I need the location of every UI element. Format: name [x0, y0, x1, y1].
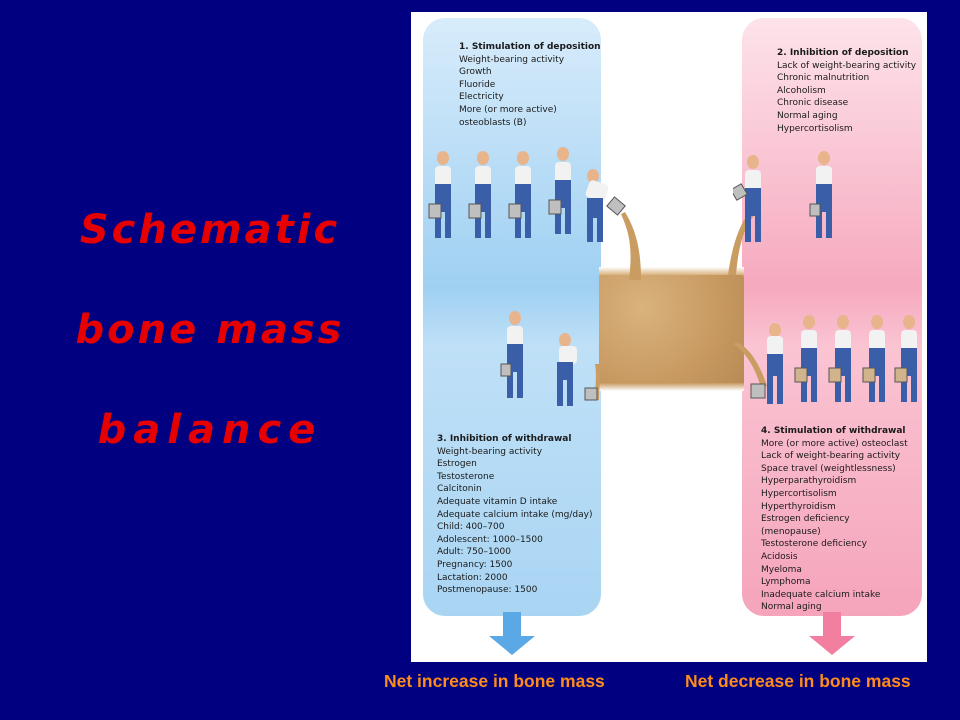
box-item: Chronic malnutrition [777, 73, 870, 84]
title-line-2: bone mass [75, 307, 345, 353]
box-item: Estrogen deficiency [761, 514, 850, 525]
deposit-stream [621, 212, 641, 280]
box-item: Growth [459, 67, 492, 78]
box-item: Hypercortisolism [761, 488, 837, 499]
box-item: Weight-bearing activity [437, 446, 543, 457]
box-heading: 3. Inhibition of withdrawal [437, 434, 572, 444]
box-item: Postmenopause: 1500 [437, 585, 538, 596]
box-heading: 4. Stimulation of withdrawal [761, 426, 906, 436]
box-item: Electricity [459, 92, 504, 103]
worker-figure [508, 151, 531, 238]
box-item: Space travel (weightlessness) [761, 463, 896, 474]
box-item: Acidosis [761, 551, 798, 562]
box-item: Testosterone [437, 471, 495, 482]
box-item: Myeloma [761, 564, 802, 575]
box-item: Adequate calcium intake (mg/day) [437, 509, 593, 520]
worker-figure [794, 315, 817, 402]
withdrawal-column [742, 18, 922, 616]
slide-title: Schematic bone mass balance [40, 180, 380, 480]
inhibition-of-withdrawal-box: 3. Inhibition of withdrawal Weight-beari… [437, 433, 592, 597]
box-item: Chronic disease [777, 98, 849, 109]
worker-figure [828, 315, 851, 402]
box-item: Pregnancy: 1500 [437, 559, 513, 570]
box-item: More (or more active) osteoclast [761, 438, 908, 449]
box-item: Fluoride [459, 79, 496, 90]
worker-figure [862, 315, 885, 402]
net-increase-arrow-icon [489, 612, 535, 655]
stimulation-of-deposition-box: 1. Stimulation of deposition Weight-bear… [459, 41, 601, 129]
net-decrease-caption: Net decrease in bone mass [685, 671, 911, 691]
box-item: Lactation: 2000 [437, 572, 508, 583]
worker-figure [894, 315, 917, 402]
box-item: osteoblasts (B) [459, 117, 527, 128]
withdrawal-stream-top [728, 211, 754, 275]
reservoir-top-edge [599, 267, 744, 275]
worker-figure [468, 151, 491, 238]
box-item: Lymphoma [761, 577, 811, 588]
box-item: Child: 400–700 [437, 522, 505, 533]
inhibition-of-deposition-box: 2. Inhibition of deposition Lack of weig… [777, 47, 916, 135]
box-item: Hyperparathyroidism [761, 476, 857, 487]
box-item: Adequate vitamin D intake [437, 496, 558, 507]
box-item: Normal aging [777, 110, 838, 121]
diagram-panel: 1. Stimulation of deposition Weight-bear… [411, 12, 927, 662]
box-item: Hyperthyroidism [761, 501, 836, 512]
reservoir-bottom-edge [599, 383, 744, 391]
worker-pouring-figure [557, 333, 598, 406]
box-item: (menopause) [761, 526, 821, 537]
box-item: Lack of weight-bearing activity [777, 60, 917, 71]
box-item: Weight-bearing activity [459, 54, 565, 65]
box-item: Estrogen [437, 459, 477, 470]
box-item: More (or more active) [459, 104, 557, 115]
worker-pouring-figure [750, 323, 783, 404]
box-item: Adolescent: 1000–1500 [437, 534, 543, 545]
worker-figure [548, 147, 571, 234]
box-item: Lack of weight-bearing activity [761, 451, 901, 462]
box-heading: 2. Inhibition of deposition [777, 48, 909, 58]
bone-mass-reservoir [599, 275, 744, 385]
box-item: Adult: 750–1000 [437, 547, 511, 558]
title-line-3: balance [97, 407, 323, 453]
box-item: Hypercortisolism [777, 123, 853, 134]
worker-figure [428, 151, 451, 238]
net-decrease-arrow-icon [809, 612, 855, 655]
worker-figure [500, 311, 523, 398]
box-item: Testosterone deficiency [761, 539, 867, 550]
net-increase-caption: Net increase in bone mass [384, 671, 605, 691]
box-item: Calcitonin [437, 484, 482, 495]
box-heading: 1. Stimulation of deposition [459, 42, 601, 52]
worker-pouring-figure [585, 169, 626, 242]
box-item: Alcoholism [777, 85, 826, 96]
stimulation-of-withdrawal-box: 4. Stimulation of withdrawal More (or mo… [761, 425, 908, 614]
box-item: Inadequate calcium intake [761, 589, 881, 600]
box-item: Normal aging [761, 602, 822, 613]
withdrawal-stream-bottom [733, 342, 767, 388]
worker-figure [809, 151, 832, 238]
title-line-1: Schematic [79, 207, 341, 253]
worker-pouring-figure [733, 155, 761, 242]
